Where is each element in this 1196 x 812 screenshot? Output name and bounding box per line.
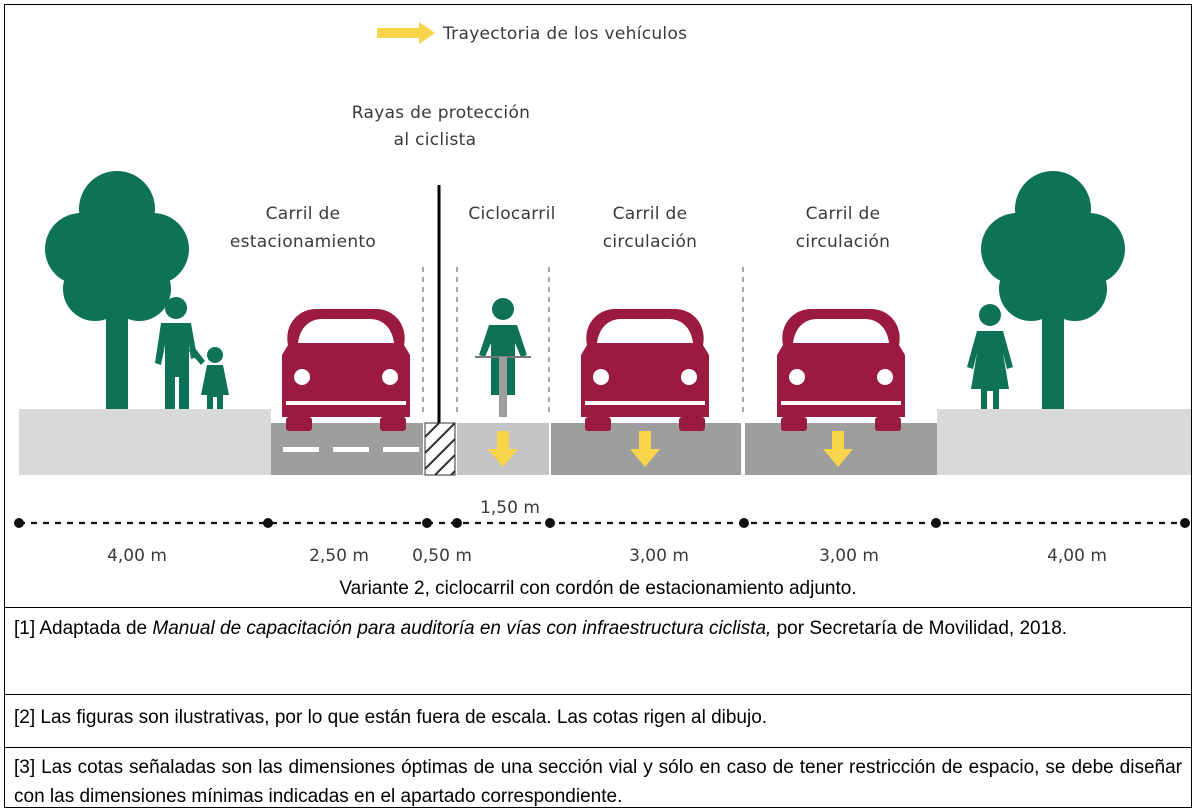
protection-label-line1: Rayas de protección <box>352 103 530 123</box>
traffic-lane-1-label-line1: Carril de <box>613 204 688 224</box>
legend: Trayectoria de los vehículos <box>377 22 687 44</box>
divider-note-1 <box>4 694 1192 695</box>
traffic-lane-1-label-line2: circulación <box>603 232 698 252</box>
adult-with-child-icon <box>155 297 229 409</box>
parking-lane-label-line2: estacionamiento <box>230 232 376 252</box>
bike-lane-label: Ciclocarril <box>468 204 555 224</box>
protection-stripes <box>424 422 456 476</box>
note-2: [2] Las figuras son ilustrativas, por lo… <box>14 707 768 728</box>
dimension-points <box>14 518 1190 528</box>
dimension-bike: 1,50 m <box>480 498 540 518</box>
dimension-traffic-2: 3,00 m <box>819 546 879 566</box>
cyclist-icon <box>475 298 531 417</box>
traffic-car-2-icon <box>777 309 905 431</box>
dimension-traffic-1: 3,00 m <box>629 546 689 566</box>
note-1-title: Manual de capacitación para auditoría en… <box>152 618 772 639</box>
street-section-diagram: Trayectoria de los vehículos Rayas de pr… <box>14 22 1191 566</box>
sidewalk-left <box>19 409 271 475</box>
note-3: [3] Las cotas señaladas son las dimensio… <box>14 757 1182 807</box>
parking-lane-markings <box>283 447 419 452</box>
dimension-buffer: 0,50 m <box>412 546 472 566</box>
pedestrian-woman-icon <box>967 304 1013 409</box>
traffic-lane-2-label-line2: circulación <box>796 232 891 252</box>
lane-dividers <box>422 267 744 415</box>
divider-note-2 <box>4 747 1192 748</box>
figure-caption: Variante 2, ciclocarril con cordón de es… <box>339 578 857 599</box>
dimension-parking: 2,50 m <box>309 546 369 566</box>
parking-lane-label-line1: Carril de <box>266 204 341 224</box>
note-1: [1] Adaptada de Manual de capacitación p… <box>14 614 1182 643</box>
trajectory-arrow-icon <box>377 22 435 44</box>
traffic-lane-2-label-line1: Carril de <box>806 204 881 224</box>
sidewalk-right <box>937 409 1191 475</box>
legend-label: Trayectoria de los vehículos <box>442 24 687 44</box>
note-1-prefix: [1] Adaptada de <box>14 618 153 639</box>
figure-frame <box>4 4 1192 808</box>
protection-label-line2: al ciclista <box>394 130 477 150</box>
note-1-suffix: por Secretaría de Movilidad, 2018. <box>771 618 1068 639</box>
dimension-sidewalk-left: 4,00 m <box>107 546 167 566</box>
dimension-sidewalk-right: 4,00 m <box>1047 546 1107 566</box>
traffic-car-1-icon <box>581 309 709 431</box>
divider-caption <box>4 607 1192 608</box>
parked-car-icon <box>282 309 410 431</box>
